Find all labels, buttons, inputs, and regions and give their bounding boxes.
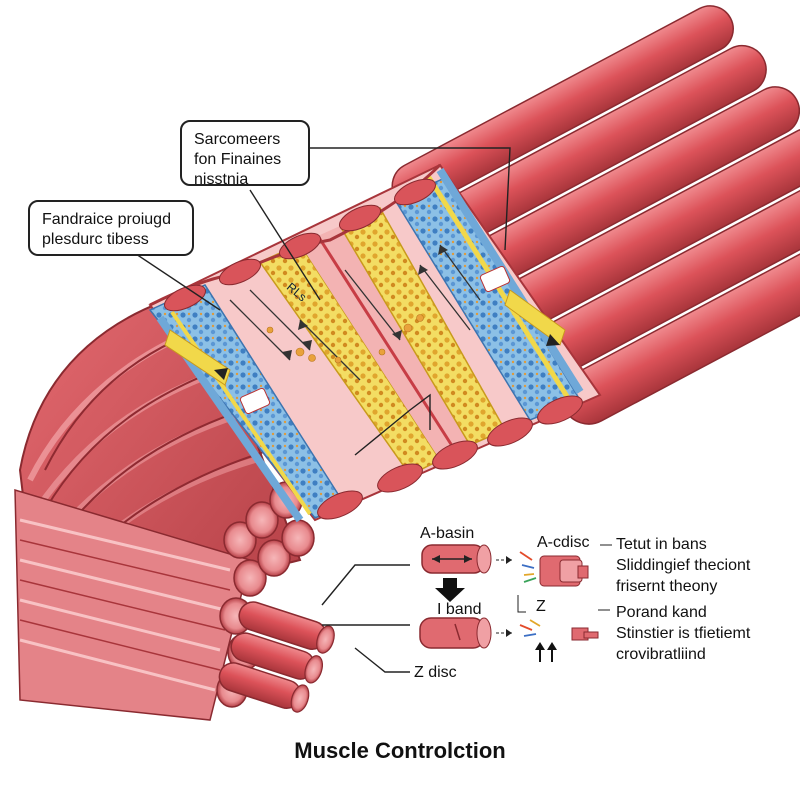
diagram-title: Muscle Controlction [294,738,506,763]
note-line-6: crovibratliind [616,646,706,663]
label-z-disc: Z disc [414,664,457,681]
label-i-band: I band [437,601,482,618]
fiber-bundle-right [391,5,800,425]
callout-sarcomeres: Sarcomeers fon Finaines nisstnia [180,120,310,188]
note-line-5: Stinstier is tfietiemt [616,625,751,642]
label-a-band: A-basin [420,525,475,542]
label-a-disc: A-cdisc [537,534,590,551]
callout-leaders [129,147,511,673]
inset-schematic [419,544,612,662]
callout-sarcomeres-line3: nisstnia [194,171,249,188]
note-line-2: Sliddingief theciont [616,557,751,574]
fiber-cross-sections [216,481,335,713]
callout-fandraice-line2: plesdurc tibess [42,231,149,248]
callout-sarcomeres-line1: Sarcomeers [194,131,281,148]
label-z: Z [536,598,546,615]
sarcomere-cutaway [148,163,602,523]
note-line-3: frisernt theony [616,578,718,595]
callout-sarcomeres-line2: fon Finaines [194,151,282,168]
note-line-1: Tetut in bans [616,536,707,553]
callout-fandraice-line1: Fandraice proiugd [42,211,171,228]
note-line-4: Porand kand [616,604,707,621]
callout-fandraice: Fandraice proiugd plesdurc tibess [28,200,194,256]
